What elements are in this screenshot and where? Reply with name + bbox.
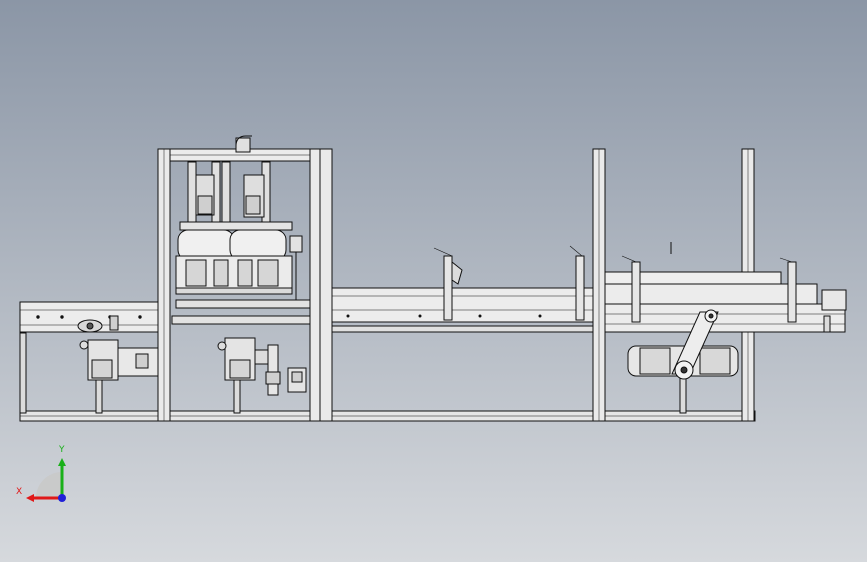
infeed-conveyor: [19, 301, 163, 333]
base-frame: [19, 332, 756, 422]
outfeed-conveyor: [604, 242, 847, 333]
main-conveyor: [331, 245, 595, 333]
x-axis-label: X: [16, 487, 22, 497]
y-axis-head: [58, 458, 66, 466]
filling-station-frame: [157, 135, 333, 422]
pneumatic-cylinders: [265, 344, 307, 396]
coordinate-triad: X Y: [16, 445, 66, 502]
z-axis-dot: [58, 494, 66, 502]
filling-heads: [175, 161, 303, 300]
belt-drive-motor: [627, 309, 739, 380]
gear-motor-left: [79, 339, 159, 381]
x-axis-head: [26, 494, 34, 502]
gear-motor-center: [217, 337, 270, 381]
y-axis-label: Y: [58, 445, 65, 455]
